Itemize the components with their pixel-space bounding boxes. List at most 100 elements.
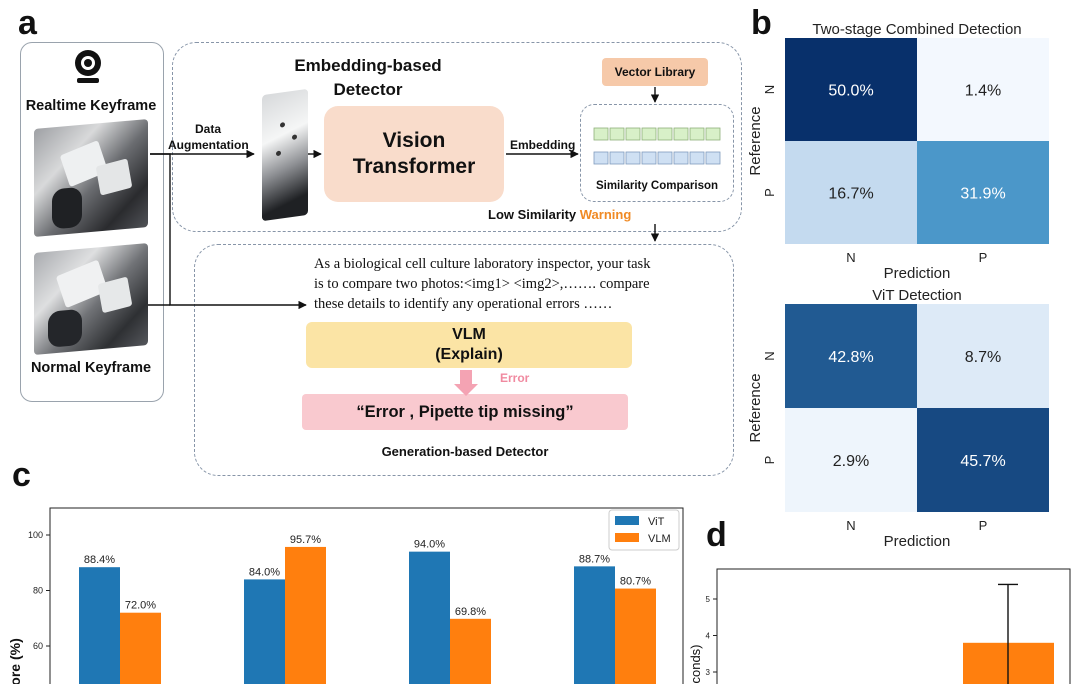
embedding-detector-title: Embedding-based Detector xyxy=(268,54,468,102)
heatmap-cell xyxy=(785,38,917,141)
heatmap-cell xyxy=(785,304,917,408)
y-tick-label: 80 xyxy=(33,586,43,596)
bar-vlm xyxy=(450,618,491,684)
heatmap-x-tick: P xyxy=(979,518,988,533)
data-aug-line2: Augmentation xyxy=(168,138,249,152)
panel-letter-c: c xyxy=(12,456,31,494)
bar-vit xyxy=(574,566,615,684)
time-bar-chart: 3 4 5 conds) xyxy=(688,568,1071,684)
heatmap-y-label: Reference xyxy=(747,106,764,175)
embedding-vectors-icon xyxy=(593,127,721,165)
y-tick-label: 3 xyxy=(706,668,711,677)
low-similarity-label: Low Similarity xyxy=(488,207,577,222)
heatmap-cell xyxy=(785,141,917,244)
prompt-line3: these details to identify any operationa… xyxy=(314,296,613,312)
heatmap-x-tick: N xyxy=(846,518,855,533)
error-output-box: “Error , Pipette tip missing” xyxy=(302,394,628,430)
data-augmentation-label: Data Augmentation xyxy=(168,121,249,153)
plot-frame xyxy=(716,568,1071,684)
bar-value-label: 95.7% xyxy=(290,534,321,546)
normal-keyframe-label: Normal Keyframe xyxy=(30,360,152,376)
bar-vlm xyxy=(615,588,656,684)
vit-box-line1: Vision xyxy=(382,129,446,152)
heatmap-y-tick: P xyxy=(762,456,777,465)
y-axis-label: ore (%) xyxy=(7,638,23,684)
vlm-box-line1: VLM xyxy=(452,326,486,343)
bar-vit xyxy=(244,579,285,684)
bar-value-label: 72.0% xyxy=(125,600,156,612)
webcam-icon xyxy=(75,50,101,83)
legend-label: VLM xyxy=(648,533,671,545)
warning-label: Warning xyxy=(579,207,632,222)
error-label: Error xyxy=(500,371,530,385)
bar-value-label: 94.0% xyxy=(414,539,445,551)
legend-swatch xyxy=(615,533,639,542)
heatmap-y-label: Reference xyxy=(747,373,764,442)
heatmap-y-tick: N xyxy=(762,85,777,94)
error-arrow-head xyxy=(454,384,478,396)
heatmap-cell xyxy=(785,408,917,512)
heatmap-title: Two-stage Combined Detection xyxy=(812,21,1021,38)
embedding-title-line2: Detector xyxy=(333,80,403,99)
prompt-line1: As a biological cell culture laboratory … xyxy=(314,256,651,272)
vlm-box-line2: (Explain) xyxy=(435,346,503,363)
panel-letter-a: a xyxy=(18,4,37,42)
prompt-line2: is to compare two photos:<img1> <img2>,…… xyxy=(314,276,650,292)
heatmap-cell xyxy=(917,304,1049,408)
vlm-box: VLM (Explain) xyxy=(306,322,632,368)
generation-detector-box xyxy=(194,244,734,476)
heatmap-y-tick: N xyxy=(762,351,777,360)
bar-vlm xyxy=(285,546,326,684)
y-tick-label: 100 xyxy=(28,530,43,540)
similarity-label: Similarity Comparison xyxy=(595,180,719,192)
embedding-title-line1: Embedding-based xyxy=(294,56,442,75)
vit-box-line2: Transformer xyxy=(352,155,476,178)
data-aug-line1: Data xyxy=(194,122,221,136)
y-tick-label: 5 xyxy=(706,595,711,604)
confusion-matrices: Two-stage Combined Detection 50.0% 1.4% 16.… xyxy=(747,21,1049,550)
heatmap-cell xyxy=(917,141,1049,244)
bar-value-label: 80.7% xyxy=(620,576,651,588)
heatmap-x-label: Prediction xyxy=(884,265,951,282)
plot-frame xyxy=(49,507,684,684)
heatmap-cell-label: 50.0% xyxy=(828,83,873,100)
heatmap-cell-label: 1.4% xyxy=(965,83,1001,100)
legend-label: ViT xyxy=(648,516,665,528)
bar-value-label: 84.0% xyxy=(249,566,280,578)
vision-transformer-box: Vision Transformer xyxy=(324,106,504,202)
similarity-box xyxy=(580,104,734,202)
y-axis-label: conds) xyxy=(688,644,703,683)
embedding-detector-box xyxy=(172,42,742,232)
low-similarity-text: Low Similarity Warning xyxy=(488,207,631,222)
realtime-keyframe-label: Realtime Keyframe xyxy=(25,98,157,114)
panel-letter-d: d xyxy=(706,516,727,554)
panel-letter-b: b xyxy=(751,4,772,42)
generation-detector-title: Generation-based Detector xyxy=(381,444,549,459)
vector-library-box: Vector Library xyxy=(602,58,708,86)
heatmap-cell-label: 16.7% xyxy=(828,186,873,203)
bar-value-label: 88.7% xyxy=(579,553,610,565)
heatmap-x-label: Prediction xyxy=(884,533,951,550)
bar-vlm xyxy=(120,612,161,684)
heatmap-y-tick: P xyxy=(762,188,777,197)
heatmap-cell-label: 45.7% xyxy=(960,453,1005,470)
y-tick-label: 60 xyxy=(33,641,43,651)
bar-vit xyxy=(409,551,450,684)
vlm-prompt-text: As a biological cell culture laboratory … xyxy=(314,254,724,314)
heatmap-x-tick: N xyxy=(846,250,855,265)
score-bar-chart: 60 80 100 ore (%) 88.4% 84.0% 94.0% 88.7% 72.0% 9… xyxy=(7,507,684,684)
heatmap-cell xyxy=(917,38,1049,141)
bar-value-label: 88.4% xyxy=(84,554,115,566)
legend-swatch xyxy=(615,516,639,525)
heatmap-cell xyxy=(917,408,1049,512)
bar-vit xyxy=(79,567,120,684)
heatmap-x-tick: P xyxy=(979,250,988,265)
heatmap-cell-label: 8.7% xyxy=(965,349,1001,366)
heatmap-cell-label: 31.9% xyxy=(960,186,1005,203)
heatmap-title: ViT Detection xyxy=(872,287,962,304)
heatmap-cell-label: 2.9% xyxy=(833,453,869,470)
y-tick-label: 4 xyxy=(706,632,711,641)
embedding-label: Embedding xyxy=(510,138,576,152)
arrow-to-vlm xyxy=(150,153,307,310)
diagram-arrows xyxy=(148,87,660,396)
